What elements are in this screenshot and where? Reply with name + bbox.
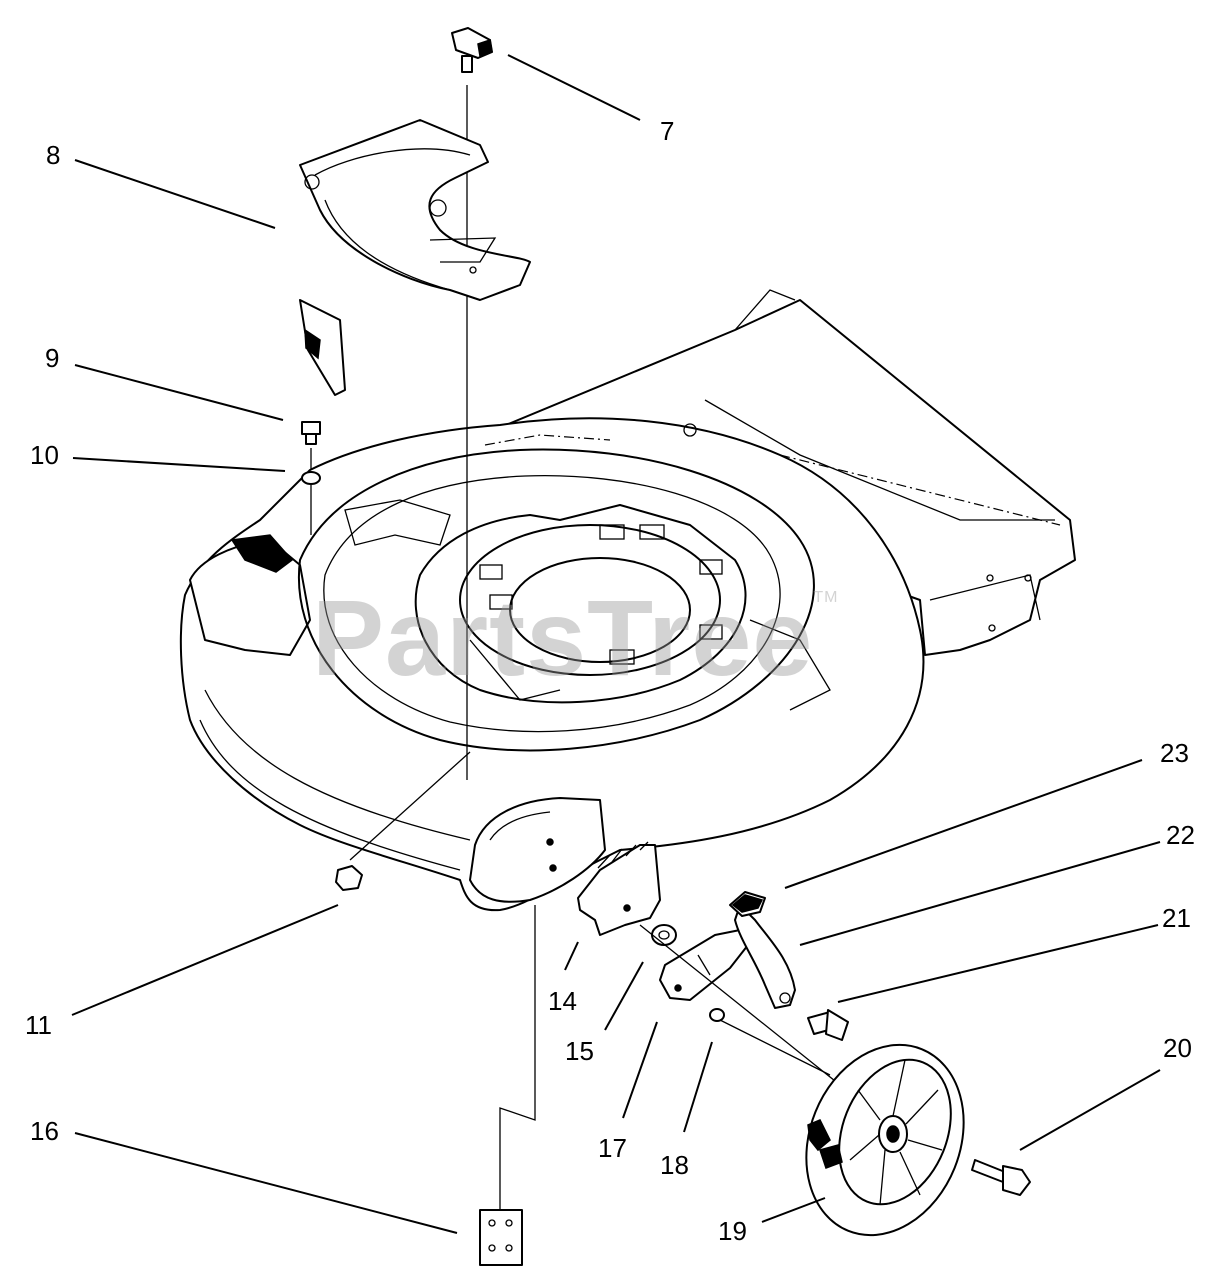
- callout-21: 21: [1162, 903, 1191, 933]
- callout-15: 15: [565, 1036, 594, 1066]
- callout-23: 23: [1160, 738, 1189, 768]
- leader-lines: [71, 54, 1161, 1234]
- part-11-nut: [335, 751, 471, 891]
- callout-22: 22: [1166, 820, 1195, 850]
- callout-17: 17: [598, 1133, 627, 1163]
- part-7-knob: [451, 27, 493, 73]
- callout-20: 20: [1163, 1033, 1192, 1063]
- part-20-axle-bolt: [971, 1159, 1031, 1196]
- callout-8: 8: [46, 140, 61, 170]
- callout-19: 19: [718, 1216, 747, 1246]
- part-18-washer: [709, 1008, 725, 1022]
- part-8-discharge-chute: [299, 119, 531, 396]
- part-19-wheel: [805, 1043, 965, 1237]
- part-10-washer: [301, 471, 321, 485]
- callout-11: 11: [25, 1010, 52, 1040]
- callout-9: 9: [45, 343, 60, 373]
- mower-deck: [179, 289, 1076, 912]
- callout-14: 14: [548, 986, 577, 1016]
- callout-18: 18: [660, 1150, 689, 1180]
- part-21-shoulder-bolt: [807, 1009, 849, 1041]
- part-16-plate: [479, 905, 536, 1266]
- callout-10: 10: [30, 440, 59, 470]
- callout-16: 16: [30, 1116, 59, 1146]
- callout-7: 7: [660, 116, 675, 146]
- part-9-bolt: [301, 421, 321, 445]
- part-23-grip: [729, 891, 766, 917]
- part-14-height-adjuster: [577, 841, 661, 936]
- part-15-spacer: [651, 924, 677, 946]
- part-22-lever: [734, 904, 796, 1009]
